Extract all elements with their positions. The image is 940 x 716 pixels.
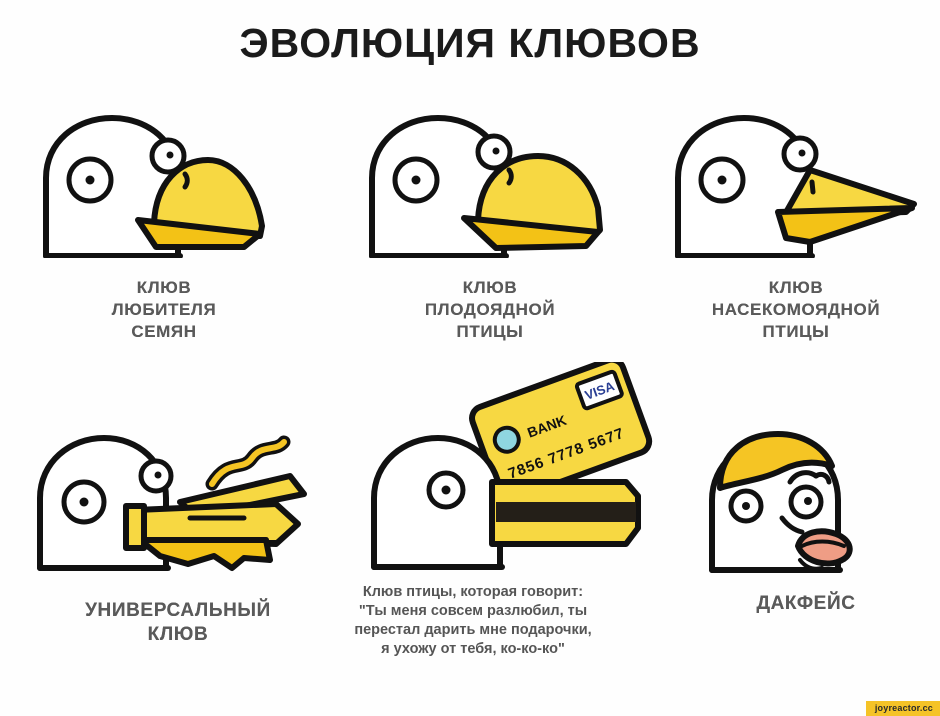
caption-seed-eater: КЛЮВ ЛЮБИТЕЛЯ СЕМЯН — [28, 277, 300, 343]
caption-line: ДАКФЕЙС — [756, 593, 856, 614]
bird-head-universal-multitool — [28, 418, 328, 583]
caption-line: КЛЮВ — [147, 624, 209, 645]
caption-line: СЕМЯН — [131, 322, 197, 341]
caption-line: НАСЕКОМОЯДНОЙ — [711, 300, 881, 319]
bird-head-fruit-eater-svg — [369, 115, 603, 259]
caption-line: ПЛОДОЯДНОЙ — [424, 300, 556, 319]
panel-seed-eater: КЛЮВ ЛЮБИТЕЛЯ СЕМЯН — [28, 108, 300, 343]
caption-duckface: ДАКФЕЙС — [690, 593, 922, 615]
bird-head-insect-eater-svg — [675, 115, 917, 259]
caption-line: ЛЮБИТЕЛЯ — [111, 300, 217, 319]
bird-head-universal-svg — [37, 435, 307, 571]
caption-line: УНИВЕРСАЛЬНЫЙ — [85, 600, 271, 621]
caption-universal: УНИВЕРСАЛЬНЫЙ КЛЮВ — [28, 599, 328, 647]
panel-card-reader: VISA BANK 7856 7778 5677 — [360, 356, 660, 579]
credit-card: VISA BANK 7856 7778 5677 — [469, 356, 653, 503]
bird-head-insect-eater — [660, 108, 932, 263]
bird-head-seed-eater — [28, 108, 300, 263]
bird-head-duckface — [690, 418, 922, 583]
caption-line: КЛЮВ — [768, 278, 824, 297]
panel-insect-eater: КЛЮВ НАСЕКОМОЯДНОЙ ПТИЦЫ — [660, 108, 932, 343]
note-line: "Ты меня совсем разлюбил, ты — [358, 603, 588, 619]
panel-universal: УНИВЕРСАЛЬНЫЙ КЛЮВ — [28, 418, 328, 647]
caption-line: КЛЮВ — [136, 278, 192, 297]
bird-head-duckface-svg — [709, 431, 853, 573]
bird-head-fruit-eater — [350, 108, 630, 263]
watermark: joyreactor.cc — [865, 701, 940, 716]
caption-line: ПТИЦЫ — [456, 322, 524, 341]
note-line: перестал дарить мне подарочки, — [354, 622, 592, 638]
page-title: ЭВОЛЮЦИЯ КЛЮВОВ — [239, 20, 701, 66]
note-line: я ухожу от тебя, ко-ко-ко" — [381, 641, 565, 657]
caption-fruit-eater: КЛЮВ ПЛОДОЯДНОЙ ПТИЦЫ — [350, 277, 630, 343]
panel-fruit-eater: КЛЮВ ПЛОДОЯДНОЙ ПТИЦЫ — [350, 108, 630, 343]
bird-head-card-reader: VISA BANK 7856 7778 5677 — [360, 356, 660, 579]
caption-line: ПТИЦЫ — [762, 322, 830, 341]
note-line: Клюв птицы, которая говорит: — [362, 584, 584, 600]
caption-line: КЛЮВ — [462, 278, 518, 297]
bird-head-card-reader-svg: VISA BANK 7856 7778 5677 — [371, 356, 653, 570]
panel-duckface: ДАКФЕЙС — [690, 418, 922, 615]
bird-head-seed-eater-svg — [43, 115, 265, 259]
card-reader-note: Клюв птицы, которая говорит: "Ты меня со… — [318, 583, 628, 659]
caption-insect-eater: КЛЮВ НАСЕКОМОЯДНОЙ ПТИЦЫ — [660, 277, 932, 343]
